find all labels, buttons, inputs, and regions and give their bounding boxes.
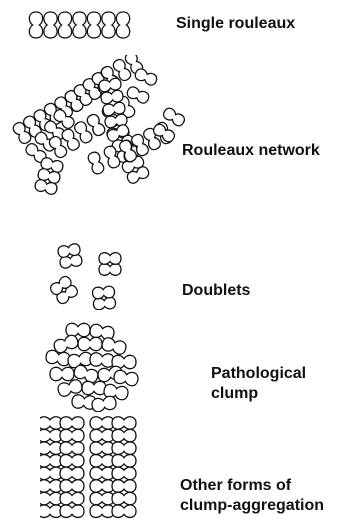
row-other-forms: Other forms of clump-aggregation	[0, 415, 355, 519]
red-cell-shape	[92, 286, 115, 299]
red-cell-shape	[78, 337, 102, 350]
red-cell-shape	[40, 467, 62, 479]
rouleaux-network-figure	[6, 55, 186, 205]
pathological-clump-figure	[40, 322, 140, 412]
red-cell-shape	[73, 12, 86, 38]
red-cell-shape	[90, 442, 114, 454]
red-cell-shape	[44, 12, 57, 38]
red-cell-shape	[87, 12, 100, 38]
red-cell-shape	[112, 455, 136, 467]
red-cell-shape	[101, 336, 128, 355]
row-rouleaux-network: Rouleaux network	[0, 55, 355, 205]
red-cell-shape	[60, 429, 84, 441]
row-pathological-clump: Pathological clump	[0, 322, 355, 412]
red-cell-shape	[50, 367, 74, 380]
red-cell-shape	[99, 264, 121, 276]
red-cell-shape	[40, 455, 62, 467]
red-cell-shape	[40, 417, 62, 429]
red-cell-shape	[90, 505, 114, 517]
red-cell-shape	[112, 442, 136, 454]
red-cell-shape	[29, 12, 42, 38]
red-cell-shape	[40, 429, 62, 441]
red-cell-shape	[89, 352, 114, 367]
red-cell-shape	[58, 12, 71, 38]
red-cell-shape	[90, 455, 114, 467]
red-cell-shape	[90, 467, 114, 479]
red-cell-shape	[82, 381, 106, 394]
red-cell-shape	[87, 151, 106, 176]
red-cell-shape	[40, 442, 62, 454]
red-cell-shape	[60, 455, 84, 467]
red-cell-shape	[112, 467, 136, 479]
rouleaux-network-label: Rouleaux network	[182, 141, 320, 161]
red-cell-shape	[113, 369, 139, 386]
single-rouleaux-figure	[26, 8, 136, 42]
red-cell-shape	[112, 417, 136, 429]
red-cell-shape	[60, 505, 84, 517]
red-cell-shape	[116, 12, 129, 38]
red-cell-shape	[112, 492, 136, 504]
red-cell-shape	[112, 429, 136, 441]
red-cell-shape	[60, 417, 84, 429]
doublets-figure	[48, 240, 138, 310]
red-cell-shape	[90, 429, 114, 441]
red-cell-shape	[40, 480, 62, 492]
red-cell-shape	[40, 492, 62, 504]
single-rouleaux-label: Single rouleaux	[176, 14, 295, 34]
red-cell-shape	[66, 323, 90, 336]
red-cell-shape	[60, 480, 84, 492]
red-cell-shape	[90, 417, 114, 429]
pathological-clump-label: Pathological clump	[211, 364, 355, 404]
red-cell-shape	[40, 505, 62, 517]
red-cell-shape	[134, 67, 159, 87]
red-cell-shape	[99, 253, 121, 265]
other-forms-label-line2: clump-aggregation	[180, 496, 324, 516]
row-doublets: Doublets	[0, 240, 355, 315]
doublets-label: Doublets	[182, 281, 250, 301]
other-forms-label-line1: Other forms of	[180, 476, 291, 496]
red-cell-shape	[60, 442, 84, 454]
red-cell-shape	[112, 505, 136, 517]
red-cell-shape	[102, 12, 115, 38]
red-cell-shape	[60, 467, 84, 479]
red-cell-shape	[60, 492, 84, 504]
other-forms-figure	[40, 415, 160, 519]
row-single-rouleaux: Single rouleaux	[0, 0, 355, 60]
red-cell-shape	[90, 480, 114, 492]
red-cell-shape	[90, 492, 114, 504]
red-cell-shape	[112, 480, 136, 492]
